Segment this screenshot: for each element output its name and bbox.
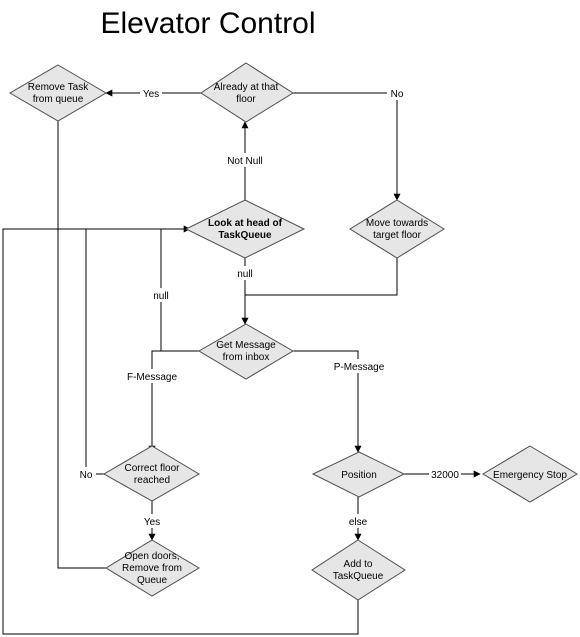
node-already-at-floor: Already at that floor bbox=[200, 62, 294, 123]
svg-text:Correct floor: Correct floor bbox=[124, 463, 180, 474]
svg-text:else: else bbox=[349, 517, 368, 528]
edge-remove-to-opendoors bbox=[57, 121, 106, 569]
edge-label-null-below: null bbox=[234, 266, 256, 280]
node-position: Position bbox=[311, 451, 406, 498]
edge-addtask-loop bbox=[2, 225, 359, 635]
svg-text:reached: reached bbox=[134, 475, 170, 486]
node-emergency-stop: Emergency Stop bbox=[482, 445, 578, 503]
svg-text:Remove Task: Remove Task bbox=[28, 82, 89, 93]
edge-getmessage-to-correctfloor bbox=[148, 350, 199, 453]
edge-label-yes-bottom: Yes bbox=[141, 514, 163, 528]
edge-label-null-left: null bbox=[150, 288, 172, 302]
svg-text:target floor: target floor bbox=[373, 230, 421, 241]
edge-correctfloor-no-loop bbox=[85, 229, 104, 475]
svg-text:Emergency Stop: Emergency Stop bbox=[493, 470, 567, 481]
node-move-towards: Move towards target floor bbox=[349, 199, 445, 259]
diagram-title: Elevator Control bbox=[100, 7, 315, 40]
edge-label-no-top: No bbox=[387, 86, 407, 100]
svg-text:32000: 32000 bbox=[431, 470, 459, 481]
svg-text:P-Message: P-Message bbox=[334, 362, 385, 373]
svg-text:Already at that: Already at that bbox=[214, 82, 279, 93]
node-get-message: Get Message from inbox bbox=[198, 323, 294, 380]
svg-text:Add to: Add to bbox=[344, 559, 373, 570]
svg-text:TaskQueue: TaskQueue bbox=[333, 571, 384, 582]
svg-text:Get Message: Get Message bbox=[216, 340, 276, 351]
svg-text:TaskQueue: TaskQueue bbox=[218, 230, 272, 241]
edge-label-f-message: F-Message bbox=[126, 369, 178, 383]
svg-text:from queue: from queue bbox=[33, 94, 84, 105]
node-look-at-head: Look at head of TaskQueue bbox=[184, 199, 306, 259]
svg-text:null: null bbox=[237, 269, 253, 280]
svg-text:Position: Position bbox=[341, 470, 377, 481]
edge-label-no-left: No bbox=[76, 467, 96, 481]
edge-label-p-message: P-Message bbox=[334, 359, 386, 373]
node-open-doors: Open doors, Remove from Queue bbox=[105, 539, 200, 597]
node-add-to-taskqueue: Add to TaskQueue bbox=[311, 539, 406, 601]
svg-text:from inbox: from inbox bbox=[223, 352, 270, 363]
svg-text:No: No bbox=[80, 470, 93, 481]
svg-text:Queue: Queue bbox=[137, 575, 167, 586]
node-correct-floor: Correct floor reached bbox=[102, 445, 200, 502]
svg-text:F-Message: F-Message bbox=[127, 372, 177, 383]
svg-text:Yes: Yes bbox=[144, 517, 160, 528]
edge-label-32000: 32000 bbox=[429, 467, 461, 481]
edge-label-not-null: Not Null bbox=[225, 153, 265, 167]
svg-text:null: null bbox=[153, 291, 169, 302]
svg-text:Look at head of: Look at head of bbox=[208, 218, 283, 229]
node-remove-task: Remove Task from queue bbox=[9, 64, 107, 122]
svg-text:Yes: Yes bbox=[143, 89, 159, 100]
edge-label-yes-top: Yes bbox=[140, 86, 162, 100]
svg-text:No: No bbox=[391, 89, 404, 100]
svg-text:floor: floor bbox=[236, 94, 256, 105]
edge-getmessage-to-position bbox=[293, 350, 362, 453]
svg-text:Open doors,: Open doors, bbox=[124, 551, 179, 562]
edge-move-to-merge bbox=[245, 258, 398, 296]
edge-already-to-move bbox=[293, 92, 401, 201]
svg-text:Remove from: Remove from bbox=[122, 563, 182, 574]
svg-text:Move towards: Move towards bbox=[366, 218, 428, 229]
svg-text:Not Null: Not Null bbox=[227, 156, 263, 167]
edge-label-else: else bbox=[346, 514, 370, 528]
